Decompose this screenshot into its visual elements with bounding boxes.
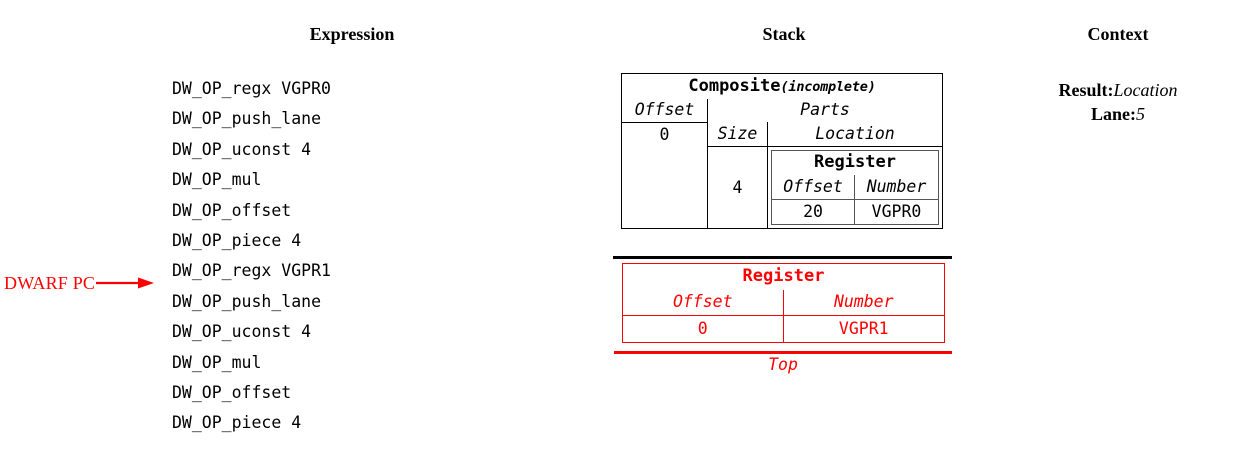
composite-title-text: Composite <box>688 76 781 96</box>
context-body: Result:Location Lane:5 <box>1008 78 1228 126</box>
composite-location-column: Location Register Offset Number 20 VGPR0 <box>768 122 942 228</box>
nested-register-offset-value: 20 <box>772 200 855 224</box>
expression-op-10: DW_OP_offset <box>172 382 292 402</box>
expression-column-header: Expression <box>309 24 395 44</box>
stack-entry-separator-rule <box>613 256 952 259</box>
expression-op-2: DW_OP_uconst 4 <box>172 139 312 159</box>
red-register-offset-value: 0 <box>623 315 783 342</box>
dwarf-pc-marker: DWARF PC <box>4 270 158 296</box>
red-register-title: Register <box>742 266 825 286</box>
red-register-grid: Offset 0 Number VGPR1 <box>623 290 944 342</box>
expression-op-8: DW_OP_uconst 4 <box>172 322 312 342</box>
stack-top-rule <box>614 351 952 354</box>
red-register-offset-column: Offset 0 <box>623 290 784 342</box>
stack-top-label: Top <box>768 355 798 374</box>
composite-parts-column: Parts Size 4 Location Register Offset Nu… <box>708 99 942 228</box>
nested-register-offset-header: Offset <box>772 175 855 199</box>
composite-body: Offset 0 Parts Size 4 Location Register <box>622 99 942 228</box>
context-item-lane: Lane:5 <box>1008 102 1228 126</box>
context-result-key: Result: <box>1058 80 1114 100</box>
expression-op-7: DW_OP_push_lane <box>172 291 322 311</box>
composite-size-header: Size <box>708 122 767 147</box>
composite-offset-header: Offset <box>622 99 707 123</box>
expression-op-5: DW_OP_piece 4 <box>172 230 302 250</box>
composite-title-qualifier: (incomplete) <box>780 79 876 95</box>
nested-register-title: Register <box>814 152 896 172</box>
nested-register-data-row: 20 VGPR0 <box>772 200 938 224</box>
expression-op-0: DW_OP_regx VGPR0 <box>172 79 331 98</box>
composite-offset-column: Offset 0 <box>622 99 708 228</box>
context-lane-value: 5 <box>1136 104 1145 124</box>
nested-register-header-row: Offset Number <box>772 175 938 200</box>
composite-part-size-value: 4 <box>732 178 743 197</box>
composite-parts-header: Parts <box>800 100 850 119</box>
red-register-offset-header: Offset <box>672 292 733 311</box>
nested-register-table: Register Offset Number 20 VGPR0 <box>771 150 939 225</box>
expression-op-9: DW_OP_mul <box>172 352 262 372</box>
composite-title: Composite(incomplete) <box>622 74 942 99</box>
composite-size-column: Size 4 <box>708 122 768 228</box>
context-column-header: Context <box>1087 24 1149 44</box>
red-register-number-header: Number <box>833 292 894 311</box>
expression-operation-list: DW_OP_regx VGPR0 DW_OP_push_lane DW_OP_u… <box>172 74 331 439</box>
expression-op-6: DW_OP_regx VGPR1 <box>172 261 331 281</box>
stack-entry-composite: Composite(incomplete) Offset 0 Parts Siz… <box>621 73 943 229</box>
red-register-number-column: Number VGPR1 <box>783 290 944 342</box>
red-register-number-value: VGPR1 <box>783 315 944 342</box>
arrow-right-icon <box>96 277 155 289</box>
expression-op-1: DW_OP_push_lane <box>172 109 322 129</box>
expression-op-4: DW_OP_offset <box>172 200 292 220</box>
composite-location-value: Register Offset Number 20 VGPR0 <box>768 147 942 228</box>
composite-location-header: Location <box>768 122 942 147</box>
stack-entry-register-top: Register Offset 0 Number VGPR1 <box>622 263 945 343</box>
composite-parts-body: Size 4 Location Register Offset Number <box>708 122 942 228</box>
context-item-result: Result:Location <box>1008 78 1228 102</box>
composite-offset-filler <box>622 147 707 228</box>
context-result-value: Location <box>1113 80 1178 100</box>
expression-op-3: DW_OP_mul <box>172 170 262 190</box>
nested-register-number-header: Number <box>866 177 927 196</box>
stack-column-header: Stack <box>762 24 806 44</box>
dwarf-pc-label: DWARF PC <box>4 272 96 293</box>
composite-offset-value: 0 <box>659 125 670 144</box>
expression-op-11: DW_OP_piece 4 <box>172 413 302 433</box>
context-lane-key: Lane: <box>1091 104 1136 124</box>
nested-register-number-value: VGPR0 <box>871 202 922 221</box>
